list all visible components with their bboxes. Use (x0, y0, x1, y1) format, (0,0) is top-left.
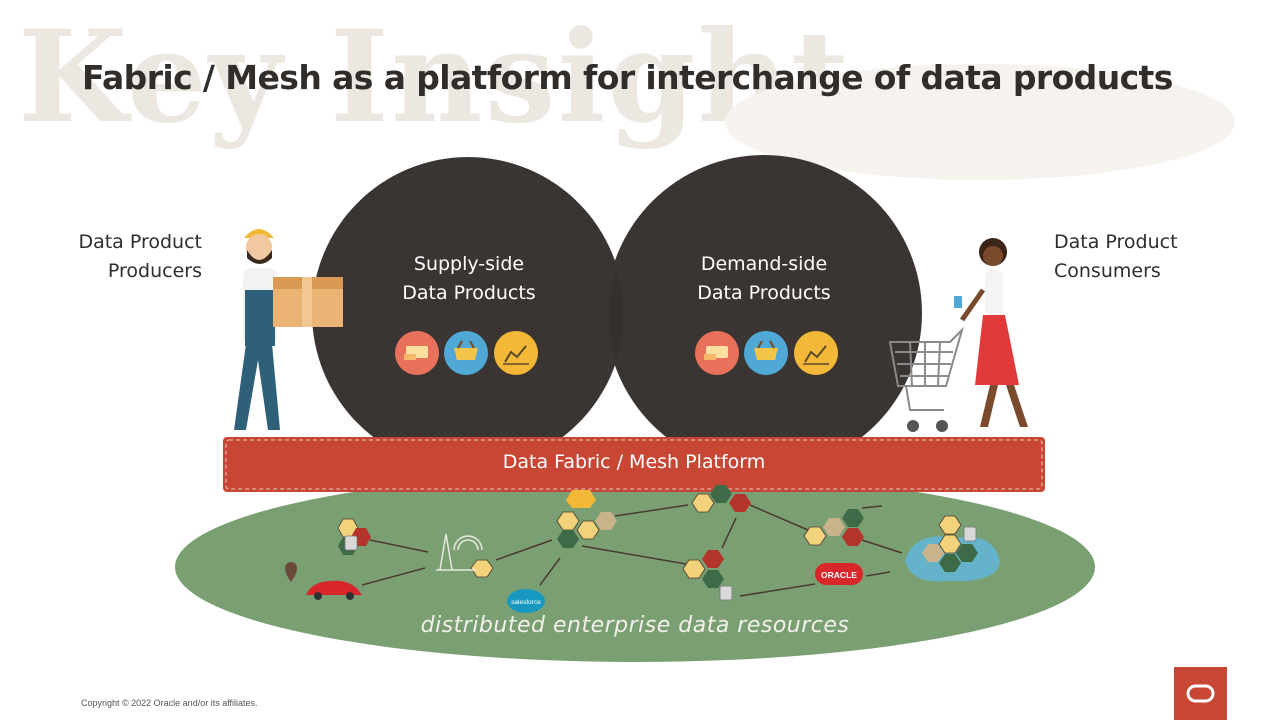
shopping-cart-icon (888, 326, 965, 411)
car-icon (306, 580, 362, 600)
supply-basket-icon (444, 331, 488, 375)
supply-circle (312, 157, 624, 469)
location-pin-icon (285, 562, 297, 582)
demand-label-line2: Data Products (697, 282, 831, 304)
consumers-label: Data Product Consumers (1054, 228, 1254, 286)
copyright-text: Copyright © 2022 Oracle and/or its affil… (81, 698, 258, 708)
consumer-shopper-figure (954, 238, 1028, 427)
watermark-text: Key Insight (18, 3, 852, 151)
supply-side-label: Supply-side Data Products (359, 250, 579, 308)
hex-cluster-5 (682, 550, 724, 588)
data-lake-cluster (905, 515, 1000, 582)
supply-chart-icon (494, 331, 538, 375)
resources-label: distributed enterprise data resources (420, 613, 850, 638)
supply-handshake-icon (395, 331, 439, 375)
consumers-label-line2: Consumers (1054, 260, 1161, 282)
demand-basket-icon (744, 331, 788, 375)
demand-handshake-icon (695, 331, 739, 375)
producers-label: Data Product Producers (40, 228, 202, 286)
page-title: Fabric / Mesh as a platform for intercha… (82, 58, 1173, 97)
oracle-logo (1174, 667, 1227, 720)
data-flow-arrows (361, 504, 903, 597)
platform-bar (223, 437, 1045, 492)
demand-label-line1: Demand-side (700, 253, 828, 275)
circle-overlap (609, 270, 623, 360)
producers-label-line1: Data Product (78, 231, 202, 253)
supply-label-line1: Supply-side (413, 253, 525, 275)
resources-ellipse (175, 472, 1095, 662)
demand-chart-icon (794, 331, 838, 375)
database-icon-2 (719, 585, 733, 601)
salesforce-logo: salesforce (507, 589, 545, 613)
platform-bar-dash (225, 439, 1043, 490)
hex-cluster-3 (556, 490, 617, 548)
consumers-label-line1: Data Product (1054, 231, 1178, 253)
hex-cluster-6 (803, 509, 864, 546)
cart-wheel-left (907, 420, 919, 432)
oracle-ring-icon (1186, 684, 1215, 703)
cart-wheel-right (936, 420, 948, 432)
oracle-badge-text: ORACLE (821, 570, 857, 580)
producers-label-line2: Producers (107, 260, 202, 282)
demand-side-label: Demand-side Data Products (654, 250, 874, 308)
hex-cluster-2 (470, 559, 494, 578)
decorative-pattern (725, 64, 1235, 180)
salesforce-text: salesforce (511, 599, 541, 606)
supply-label-line2: Data Products (402, 282, 536, 304)
iot-sensor-icon (436, 533, 483, 571)
hex-cluster-4 (691, 485, 751, 513)
database-icon-1 (344, 535, 358, 551)
demand-circle (606, 155, 922, 471)
producer-worker-figure (234, 229, 343, 430)
oracle-badge: ORACLE (815, 563, 863, 585)
platform-label: Data Fabric / Mesh Platform (502, 451, 766, 473)
